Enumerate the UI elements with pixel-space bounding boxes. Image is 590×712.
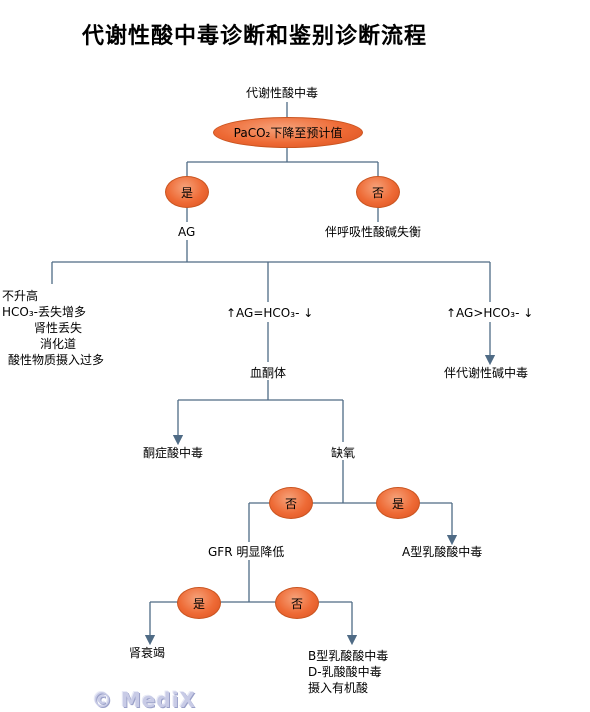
node-ag: AG xyxy=(178,225,196,239)
other-line-3: 摄入有机酸 xyxy=(308,681,369,695)
yes-label-3: 是 xyxy=(192,596,205,611)
node-other-acidosis: B型乳酸酸中毒 D-乳酸酸中毒 摄入有机酸 xyxy=(308,648,388,696)
node-no-oval-1: 否 xyxy=(356,176,400,208)
page-title: 代谢性酸中毒诊断和鉴别诊断流程 xyxy=(82,24,428,49)
no-label-1: 否 xyxy=(371,185,384,200)
node-ag-not-raised: 不升高 HCO₃-丢失增多 肾性丢失 消化道 酸性物质摄入过多 xyxy=(2,288,104,368)
node-metabolic-alkalosis: 伴代谢性碱中毒 xyxy=(444,366,529,380)
node-no-oval-3: 否 xyxy=(275,587,319,619)
node-metabolic-acidosis: 代谢性酸中毒 xyxy=(246,86,319,100)
no-label-2: 否 xyxy=(284,496,297,511)
not-raised-line-1: 不升高 xyxy=(2,289,39,303)
node-renal-failure: 肾衰竭 xyxy=(129,646,166,660)
node-ag-equal-hco3: ↑AG=HCO₃- ↓ xyxy=(226,306,314,320)
node-blood-ketone: 血酮体 xyxy=(250,366,287,380)
node-paco2-oval: PaCO₂下降至预计值 xyxy=(213,117,363,148)
node-yes-oval-3: 是 xyxy=(177,587,221,619)
not-raised-line-5: 酸性物质摄入过多 xyxy=(8,353,105,367)
not-raised-line-3: 肾性丢失 xyxy=(34,321,83,335)
node-respiratory-imbalance: 伴呼吸性酸碱失衡 xyxy=(325,225,422,239)
not-raised-line-4: 消化道 xyxy=(40,337,77,351)
other-line-2: D-乳酸酸中毒 xyxy=(308,665,382,679)
node-ag-greater-hco3: ↑AG>HCO₃- ↓ xyxy=(446,306,534,320)
node-gfr-reduced: GFR 明显降低 xyxy=(208,545,285,559)
node-yes-oval-1: 是 xyxy=(165,176,209,208)
not-raised-line-2: HCO₃-丢失增多 xyxy=(2,305,86,319)
other-line-1: B型乳酸酸中毒 xyxy=(308,649,389,663)
no-label-3: 否 xyxy=(290,596,303,611)
yes-label-2: 是 xyxy=(391,496,404,511)
medix-watermark: © MediX xyxy=(92,688,197,712)
yes-label-1: 是 xyxy=(180,185,193,200)
node-paco2-label: PaCO₂下降至预计值 xyxy=(233,126,343,140)
node-hypoxia: 缺氧 xyxy=(331,446,356,460)
node-no-oval-2: 否 xyxy=(269,487,313,519)
node-ketoacidosis: 酮症酸中毒 xyxy=(143,446,204,460)
node-yes-oval-2: 是 xyxy=(376,487,420,519)
node-lactic-acidosis-a: A型乳酸酸中毒 xyxy=(402,545,483,559)
